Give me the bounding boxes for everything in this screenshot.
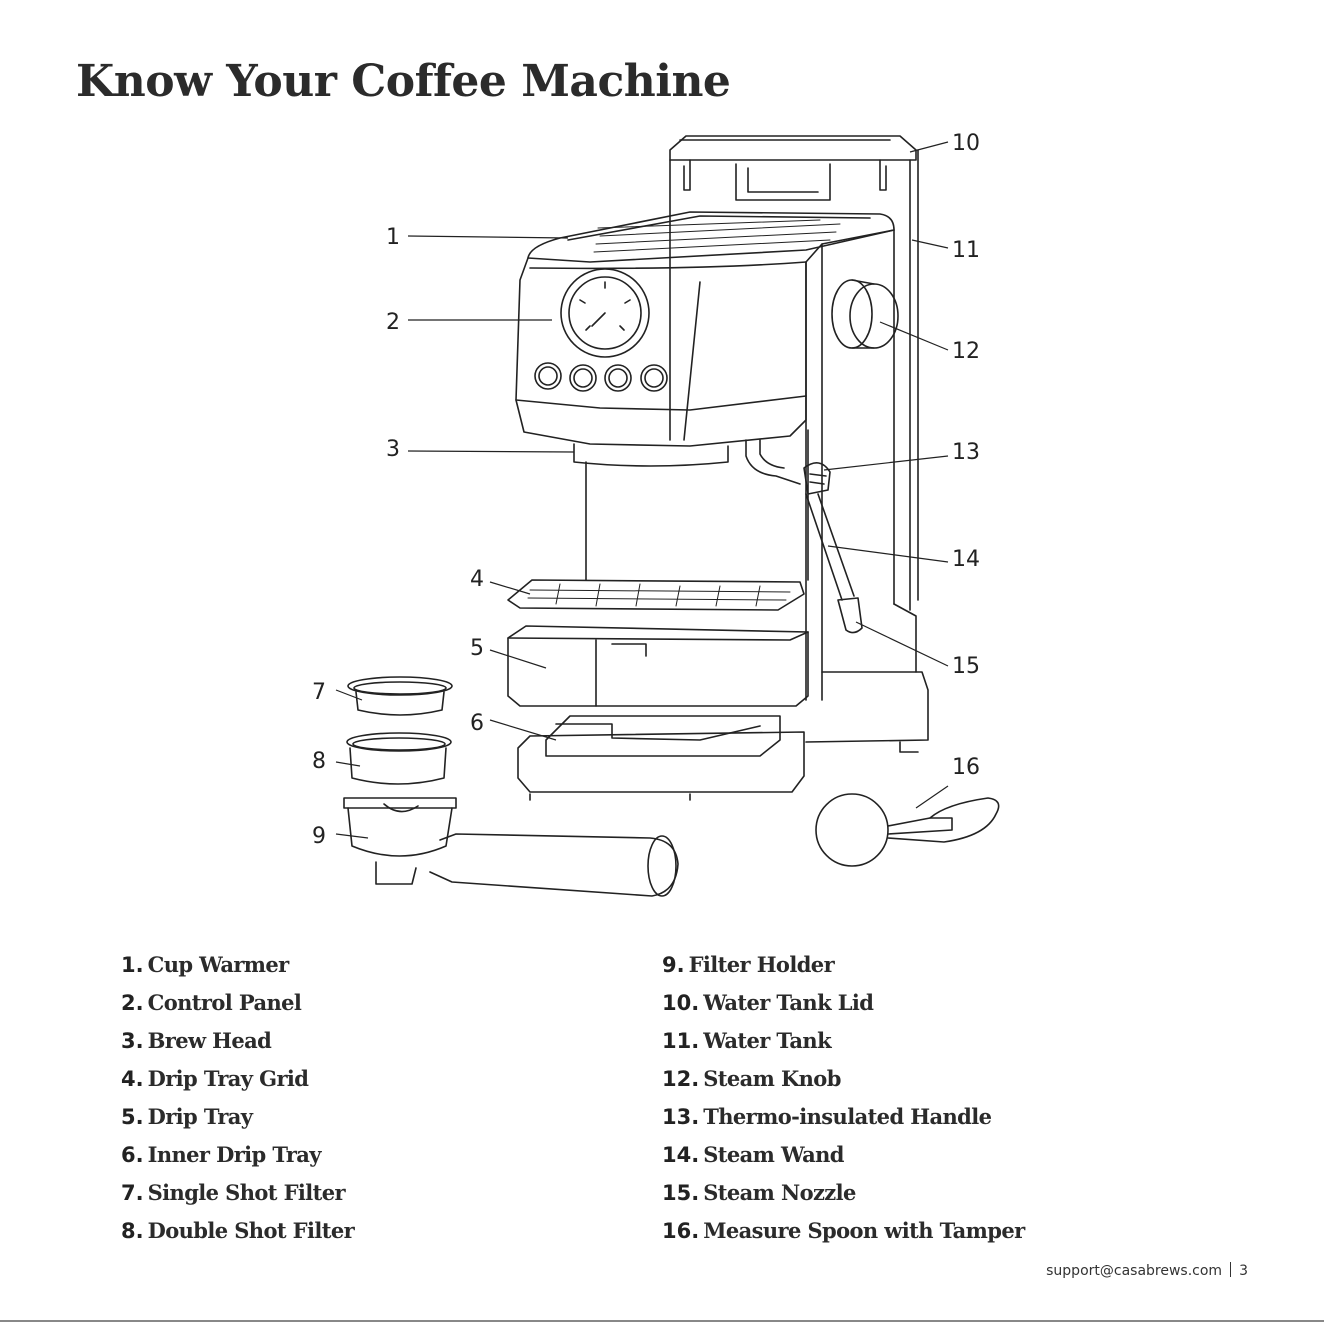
legend-name: Water Tank Lid [703,990,874,1015]
legend-item: 14.Steam Wand [662,1140,1025,1178]
leader-lines [335,141,949,839]
brew-head-drawing [573,429,809,581]
coffee-machine-diagram: 1 2 3 4 5 6 7 8 9 10 11 12 13 14 15 16 [312,131,1000,897]
legend-item: 10.Water Tank Lid [662,988,1025,1026]
filter-holder-drawing [343,797,679,897]
legend-number: 3. [121,1029,144,1053]
callout-5: 5 [470,636,484,661]
legend-number: 6. [121,1143,144,1167]
legend-item: 3.Brew Head [121,1026,354,1064]
callout-1: 1 [386,225,400,250]
legend-item: 5.Drip Tray [121,1102,354,1140]
double-shot-filter-drawing [346,732,452,785]
callout-6: 6 [470,711,484,736]
callout-7: 7 [312,680,326,705]
legend-number: 16. [662,1219,700,1243]
legend-name: Thermo-insulated Handle [703,1104,992,1129]
page-number: 3 [1239,1263,1248,1279]
drip-tray-drawing [507,625,809,707]
legend-number: 9. [662,953,685,977]
callout-15: 15 [952,654,980,679]
callout-16: 16 [952,755,980,780]
legend-name: Measure Spoon with Tamper [703,1218,1025,1243]
legend-name: Water Tank [703,1028,832,1053]
legend-name: Drip Tray [147,1104,253,1129]
legend-number: 2. [121,991,144,1015]
legend-item: 4.Drip Tray Grid [121,1064,354,1102]
measure-spoon-drawing [815,793,1000,867]
legend-number: 14. [662,1143,700,1167]
legend-name: Filter Holder [688,952,835,977]
legend-item: 2.Control Panel [121,988,354,1026]
callout-8: 8 [312,749,326,774]
legend-number: 1. [121,953,144,977]
legend-item: 8.Double Shot Filter [121,1216,355,1254]
single-shot-filter-drawing [347,676,453,716]
parts-legend-left: 1.Cup Warmer 2.Control Panel 3.Brew Head… [121,950,355,1254]
legend-name: Cup Warmer [147,952,290,977]
water-tank-drawing [669,135,919,611]
parts-legend-right: 9.Filter Holder 10.Water Tank Lid 11.Wat… [662,950,1025,1254]
legend-number: 10. [662,991,700,1015]
callout-14: 14 [952,547,980,572]
steam-wand-drawing [745,439,863,634]
callout-13: 13 [952,440,980,465]
drip-tray-grid-drawing [507,579,805,611]
callout-9: 9 [312,824,326,849]
legend-number: 8. [121,1219,144,1243]
callout-10: 10 [952,131,980,156]
legend-number: 15. [662,1181,700,1205]
legend-name: Steam Knob [703,1066,841,1091]
legend-item: 15.Steam Nozzle [662,1178,1025,1216]
legend-item: 7.Single Shot Filter [121,1178,354,1216]
support-email-link[interactable]: support@casabrews.com [1046,1263,1223,1279]
machine-base-drawing [517,603,929,801]
legend-number: 11. [662,1029,700,1053]
footer-divider [1230,1262,1232,1277]
callout-2: 2 [386,310,400,335]
bottom-rule [0,1320,1324,1322]
page-title: Know Your Coffee Machine [76,56,731,107]
legend-name: Inner Drip Tray [147,1142,322,1167]
legend-item: 13.Thermo-insulated Handle [662,1102,1025,1140]
legend-number: 13. [662,1105,700,1129]
legend-item: 11.Water Tank [662,1026,1025,1064]
legend-name: Steam Wand [703,1142,844,1167]
legend-name: Single Shot Filter [147,1180,346,1205]
legend-number: 5. [121,1105,144,1129]
legend-name: Brew Head [147,1028,272,1053]
legend-name: Steam Nozzle [703,1180,856,1205]
legend-item: 9.Filter Holder [662,950,1025,988]
page-footer: support@casabrews.com 3 [1046,1262,1248,1279]
callout-3: 3 [386,437,400,462]
legend-item: 12.Steam Knob [662,1064,1025,1102]
legend-number: 7. [121,1181,144,1205]
legend-number: 4. [121,1067,144,1091]
legend-item: 6.Inner Drip Tray [121,1140,354,1178]
legend-name: Double Shot Filter [147,1218,355,1243]
callout-4: 4 [470,567,484,592]
cup-warmer-drawing [527,211,895,263]
callout-labels: 1 2 3 4 5 6 7 8 9 10 11 12 13 14 15 16 [312,131,980,849]
legend-number: 12. [662,1067,700,1091]
callout-11: 11 [952,238,980,263]
legend-name: Control Panel [147,990,302,1015]
legend-item: 1.Cup Warmer [121,950,354,988]
legend-name: Drip Tray Grid [147,1066,309,1091]
machine-side-body-drawing [805,229,899,701]
legend-item: 16.Measure Spoon with Tamper [662,1216,1025,1254]
callout-12: 12 [952,339,980,364]
